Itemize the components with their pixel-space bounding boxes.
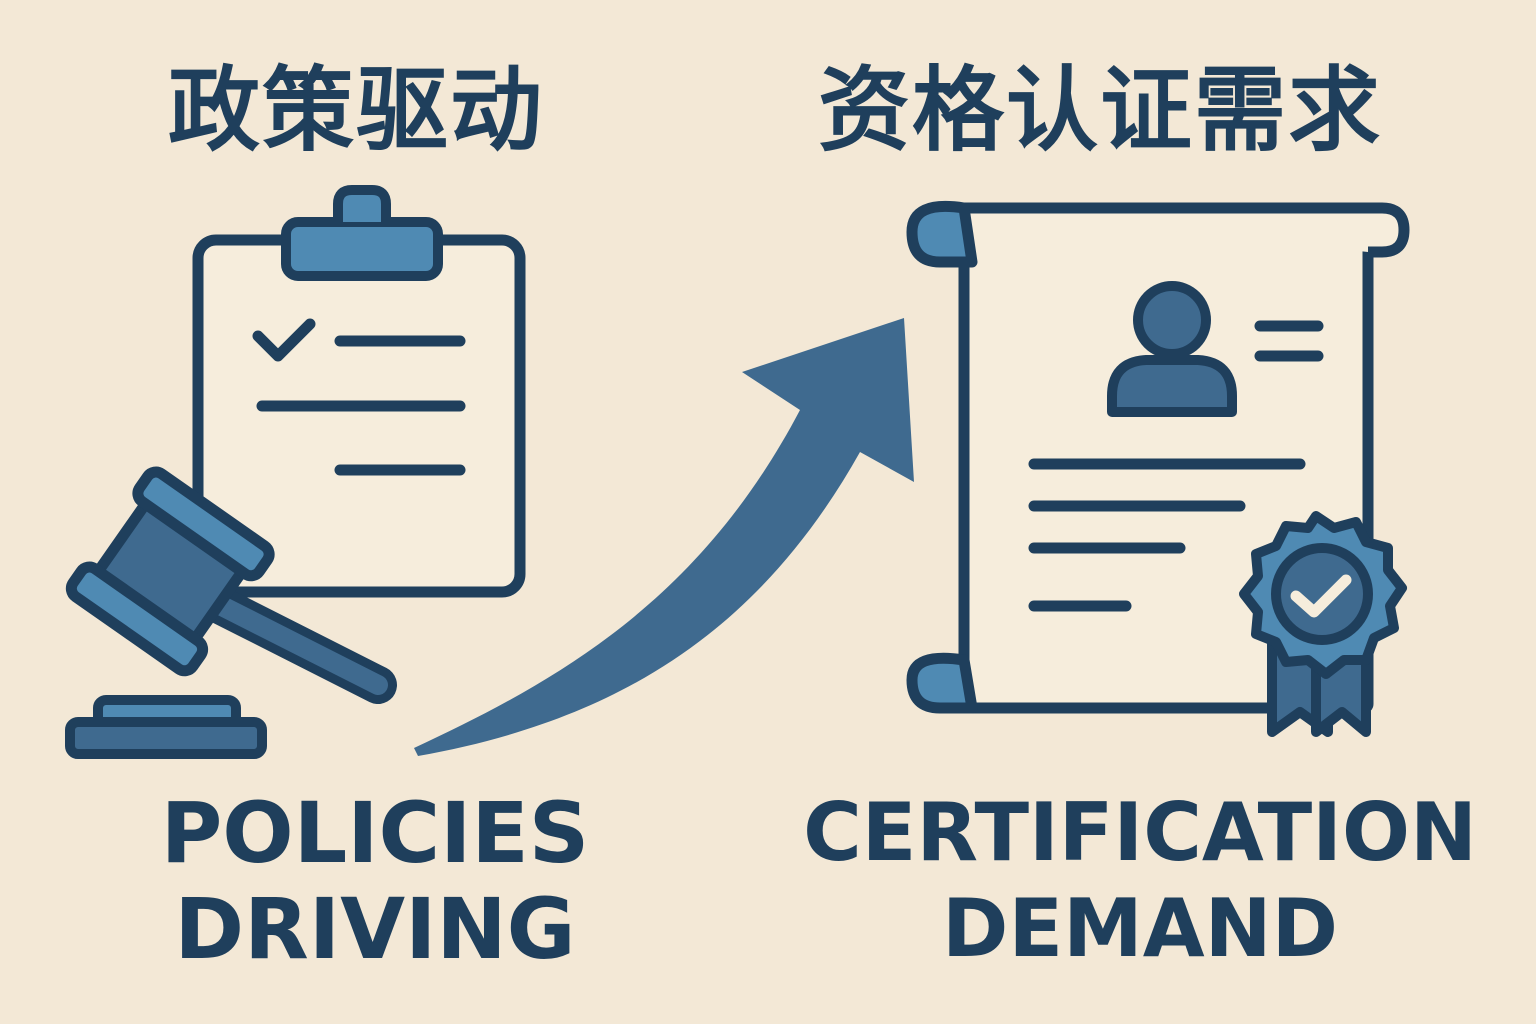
left-label-line1: POLICIES	[160, 784, 590, 882]
left-label-line2: DRIVING	[174, 880, 576, 978]
right-label-line1: CERTIFICATION	[803, 786, 1477, 879]
right-title: 资格认证需求	[818, 57, 1383, 164]
left-title: 政策驱动	[168, 57, 545, 164]
right-label-line2: DEMAND	[942, 882, 1338, 975]
seal-checkmark-icon	[1290, 574, 1352, 618]
clipboard-icon	[192, 185, 526, 598]
arrow-icon	[414, 318, 914, 756]
gavel-icon	[65, 466, 397, 759]
checkmark-icon	[252, 318, 316, 362]
left-label: POLICIES DRIVING	[60, 785, 690, 977]
right-label: CERTIFICATION DEMAND	[780, 785, 1500, 977]
award-seal-icon	[1239, 511, 1407, 737]
person-icon	[1107, 281, 1237, 417]
